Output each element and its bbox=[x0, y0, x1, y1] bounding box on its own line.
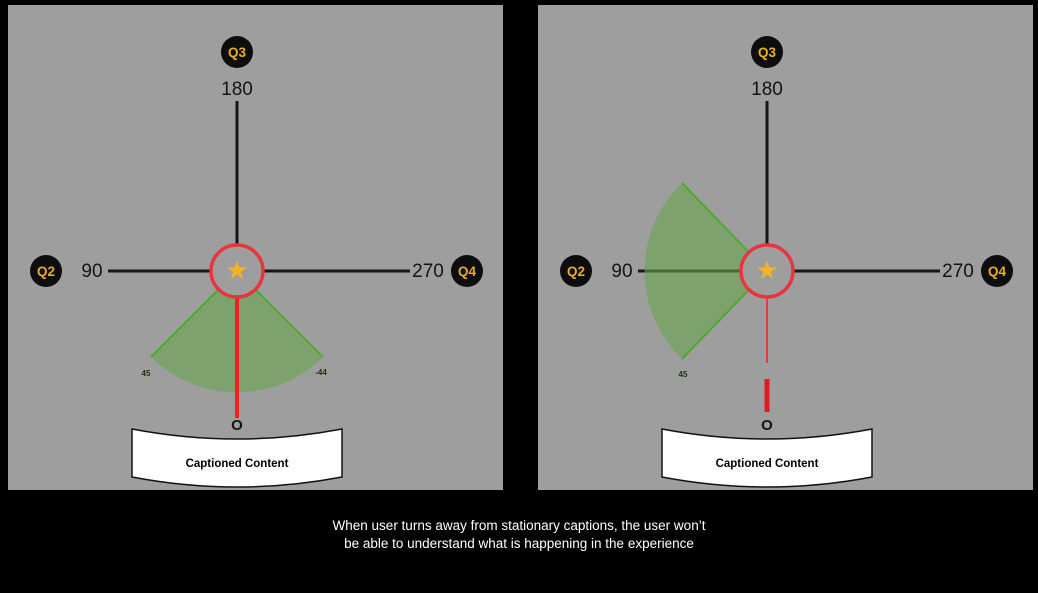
q2-badge-label: Q2 bbox=[567, 264, 585, 279]
captioned-content-label: Captioned Content bbox=[716, 458, 819, 470]
angle-270-label: 270 bbox=[412, 261, 444, 282]
star-icon: ★ bbox=[225, 255, 248, 285]
star-icon: ★ bbox=[755, 255, 778, 285]
user-position-ring bbox=[739, 243, 795, 299]
caption-line-1: When user turns away from stationary cap… bbox=[332, 518, 706, 533]
captioned-content-banner bbox=[131, 428, 343, 488]
angle-180-label: 180 bbox=[751, 79, 783, 100]
q2-badge-label: Q2 bbox=[37, 264, 55, 279]
quadrant-badge-q3 bbox=[751, 36, 783, 68]
caption-line-2: be able to understand what is happening … bbox=[344, 536, 694, 551]
angle-90-label: 90 bbox=[81, 261, 102, 282]
fov-angle-label-left: 45 bbox=[142, 369, 151, 378]
panel-user-facing-captions: 45 -44 ★ O Captioned Content Q3 180 Q2 9… bbox=[8, 5, 503, 490]
q4-badge-label: Q4 bbox=[458, 264, 477, 279]
quadrant-badge-q4 bbox=[451, 255, 483, 287]
quadrant-badge-q3 bbox=[221, 36, 253, 68]
panel-user-turned-away: 45 ★ O Captioned Content Q3 180 Q2 90 27… bbox=[538, 5, 1033, 490]
q3-badge-label: Q3 bbox=[758, 45, 777, 60]
angle-270-label: 270 bbox=[942, 261, 974, 282]
fov-angle-label: 45 bbox=[679, 370, 688, 379]
figure-caption-bar: When user turns away from stationary cap… bbox=[0, 490, 1038, 593]
fov-angle-label-right: -44 bbox=[315, 368, 327, 377]
angle-180-label: 180 bbox=[221, 79, 253, 100]
origin-marker: O bbox=[231, 417, 243, 434]
quadrant-badge-q2 bbox=[560, 255, 592, 287]
origin-marker: O bbox=[761, 417, 773, 434]
quadrant-badge-q4 bbox=[981, 255, 1013, 287]
quadrant-diagram-left: 45 -44 ★ O Captioned Content Q3 180 Q2 9… bbox=[30, 36, 483, 488]
q4-badge-label: Q4 bbox=[988, 264, 1007, 279]
user-position-ring bbox=[209, 243, 265, 299]
captioned-content-banner bbox=[661, 428, 873, 488]
quadrant-badge-q2 bbox=[30, 255, 62, 287]
field-of-view-cone bbox=[644, 183, 767, 359]
captioned-content-label: Captioned Content bbox=[186, 458, 289, 470]
angle-90-label: 90 bbox=[611, 261, 632, 282]
q3-badge-label: Q3 bbox=[228, 45, 247, 60]
quadrant-diagram-right: 45 ★ O Captioned Content Q3 180 Q2 90 27… bbox=[560, 36, 1013, 488]
